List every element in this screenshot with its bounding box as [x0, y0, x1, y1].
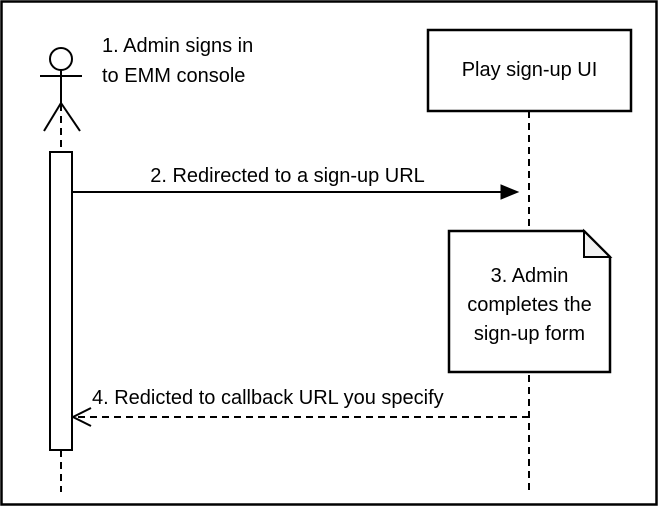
play-signup-ui-box: [426, 28, 633, 113]
message4-arrow: [70, 407, 529, 427]
note-label-line1: 3. Admin: [490, 265, 569, 287]
message4-arrowhead-icon: [70, 407, 92, 427]
admin-activation-bar: [49, 151, 73, 451]
actor-annotation-line2: to EMM console: [102, 65, 246, 87]
message2-arrow: [72, 184, 520, 200]
note-label-line2: completes the: [467, 294, 592, 316]
note-label: 3. Admin completes the sign-up form: [449, 262, 610, 349]
message4-label: 4. Redicted to callback URL you specify: [92, 387, 444, 409]
note-fold-corner-icon: [583, 228, 613, 258]
actor-left-leg: [43, 102, 62, 132]
actor-annotation-label: 1. Admin signs in to EMM console: [102, 31, 253, 91]
play-signup-ui-label: Play sign-up UI: [461, 59, 598, 81]
actor-annotation-line1: 1. Admin signs in: [102, 35, 254, 57]
actor-head: [49, 47, 73, 71]
note-body: [447, 229, 612, 374]
message2-arrowhead-icon: [500, 184, 520, 200]
admin-actor-icon: [40, 47, 82, 132]
note-label-line3: sign-up form: [473, 323, 586, 345]
message2-label: 2. Redirected to a sign-up URL: [150, 165, 425, 187]
note-shape: [447, 228, 613, 374]
actor-right-leg: [60, 102, 81, 132]
